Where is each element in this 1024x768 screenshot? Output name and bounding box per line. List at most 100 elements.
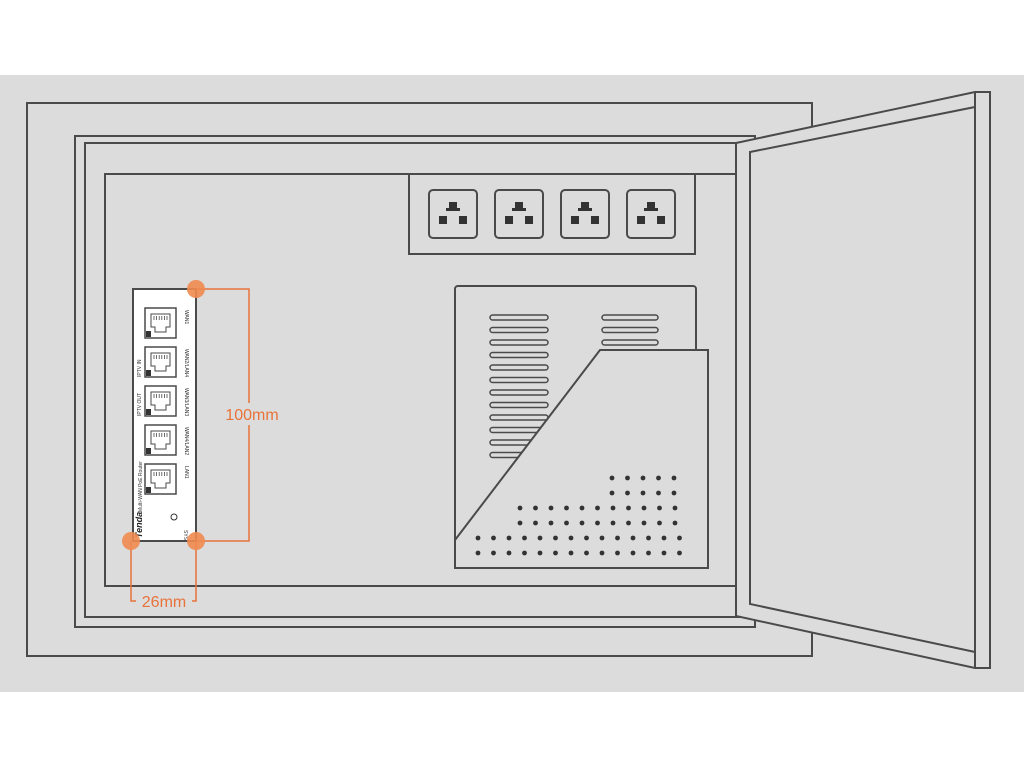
router-model-label: Multi-WAN PoE Router [138, 461, 144, 512]
outlet-group [428, 189, 676, 239]
ethernet-port-icon [144, 463, 177, 495]
vent-dot [646, 535, 651, 541]
ethernet-port-icon [144, 424, 177, 456]
dimension-annotations: 100mm 26mm [122, 280, 283, 611]
vent-dot [568, 535, 574, 541]
vent-dot [661, 535, 667, 541]
vent-dot [506, 550, 512, 556]
power-outlet-icon [428, 189, 478, 239]
vent-dot [533, 520, 538, 526]
vent-dot [564, 520, 569, 526]
power-outlet-icon [494, 189, 544, 239]
vent-slot [601, 314, 659, 321]
width-dimension-label: 26mm [142, 594, 186, 611]
vent-dot [672, 520, 678, 526]
vent-dot [640, 490, 646, 496]
vent-slot [489, 364, 549, 371]
vent-dot [610, 505, 616, 511]
vent-dot [656, 475, 661, 481]
vent-dot [533, 505, 538, 511]
router-brand-logo: Tenda [134, 512, 144, 538]
vent-dot [579, 505, 585, 511]
vent-dot [625, 475, 630, 481]
vent-slot [489, 326, 549, 334]
vent-dot [599, 535, 605, 541]
vent-dot [584, 535, 589, 541]
corner-marker-top-right [187, 280, 205, 298]
vent-dot [677, 550, 682, 556]
vent-dot [609, 475, 615, 481]
vent-dot [630, 535, 636, 541]
vent-dot [626, 520, 631, 526]
device-flap [454, 349, 709, 569]
power-strip-body [408, 173, 696, 255]
vent-dot [568, 550, 574, 556]
port-label: WAN1 [183, 310, 189, 324]
vent-dot [646, 550, 651, 556]
cabinet-door [735, 91, 991, 669]
sys-led-icon [170, 513, 178, 521]
vent-slot [489, 314, 549, 321]
vent-slot [489, 351, 549, 359]
vent-dot [657, 520, 662, 526]
vent-dot [491, 535, 496, 541]
vent-dot [671, 490, 677, 496]
port-label: WAN3/LAN3 [183, 388, 189, 416]
router-status-label: SYS [182, 530, 188, 541]
vent-dot [517, 505, 523, 511]
ethernet-port-icon [144, 385, 177, 417]
vent-dot [548, 520, 554, 526]
vent-dot [672, 505, 678, 511]
vent-dot [657, 505, 662, 511]
vent-dot [475, 535, 481, 541]
vent-dot [615, 550, 620, 556]
vent-dot [641, 520, 647, 526]
vent-dot [522, 535, 527, 541]
vent-dot [626, 505, 631, 511]
door-panel [735, 91, 991, 669]
vent-dot [506, 535, 512, 541]
vent-dot [553, 535, 558, 541]
vent-slot [601, 339, 659, 346]
vent-slot [489, 339, 549, 346]
power-outlet-icon [560, 189, 610, 239]
vent-dot [475, 550, 481, 556]
vent-dot [640, 475, 646, 481]
vent-dot [671, 475, 677, 481]
vent-dot [491, 550, 496, 556]
port-label: WAN4/LAN2 [183, 427, 189, 455]
vent-dot [609, 490, 615, 496]
vent-dot [677, 535, 682, 541]
vent-dot [553, 550, 558, 556]
vent-dot [661, 550, 667, 556]
vent-dot [579, 520, 585, 526]
corner-marker-bottom-left [122, 532, 140, 550]
vent-dot [625, 490, 630, 496]
port-label: WAN2/LAN4 [183, 349, 189, 377]
vented-device [454, 285, 709, 569]
port-side-label: IPTV IN [137, 359, 143, 377]
vent-dot [584, 550, 589, 556]
vent-dots [475, 475, 682, 556]
height-dimension-label: 100mm [225, 407, 278, 424]
vent-slots [489, 314, 659, 459]
vent-dot [656, 490, 661, 496]
vent-slot [601, 326, 659, 334]
vent-dot [595, 505, 600, 511]
power-outlet-icon [626, 189, 676, 239]
ethernet-port-icon [144, 307, 177, 339]
power-strip [408, 173, 696, 255]
vent-dot [537, 550, 543, 556]
vent-dot [615, 535, 620, 541]
vent-slot [489, 389, 549, 396]
vent-dot [595, 520, 600, 526]
height-label-bg [221, 403, 283, 425]
vent-dot [564, 505, 569, 511]
vent-dot [599, 550, 605, 556]
vent-dot [630, 550, 636, 556]
port-side-label: IPTV OUT [137, 393, 143, 416]
